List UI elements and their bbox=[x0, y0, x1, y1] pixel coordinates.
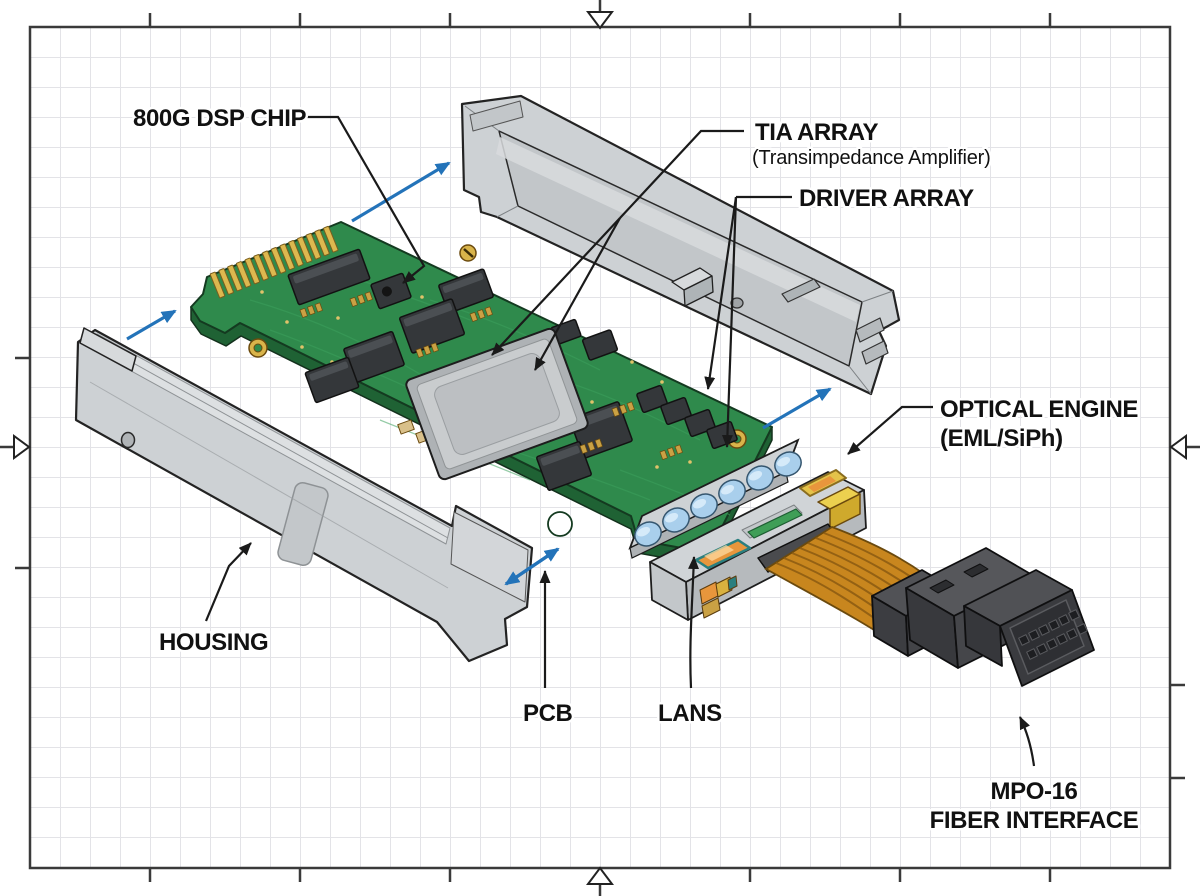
label-pcb: PCB bbox=[523, 700, 573, 727]
assembly-double-arrow-icon bbox=[504, 547, 559, 586]
pcb-board bbox=[190, 221, 773, 567]
gold-block bbox=[817, 486, 861, 530]
chip bbox=[581, 329, 619, 361]
waveguide bbox=[747, 508, 803, 539]
laser-cutaway bbox=[699, 575, 738, 619]
leader-tia-a bbox=[491, 217, 621, 356]
label-housing: HOUSING bbox=[159, 629, 268, 656]
housing-hole bbox=[120, 431, 136, 449]
assembly-arrow-icon bbox=[351, 161, 451, 223]
leader-tia bbox=[619, 129, 744, 219]
top-center-arrow-icon bbox=[586, 0, 614, 30]
lens-array bbox=[628, 438, 802, 559]
label-mpo-line2: FIBER INTERFACE bbox=[930, 807, 1139, 834]
housing-boss bbox=[671, 267, 714, 307]
chip bbox=[343, 331, 405, 383]
assembly-arrow-icon bbox=[126, 309, 177, 341]
label-optical-sub: (EML/SiPh) bbox=[940, 425, 1063, 452]
top-housing-shell bbox=[460, 94, 901, 396]
mpo-connector bbox=[871, 547, 1095, 687]
right-center-arrow-icon bbox=[1169, 434, 1200, 460]
labels: 800G DSP CHIP TIA ARRAY (Transimpedance … bbox=[131, 103, 1142, 837]
label-tia-title: TIA ARRAY bbox=[755, 119, 878, 146]
chip bbox=[304, 356, 360, 404]
leader-mpo bbox=[1019, 716, 1036, 767]
leader-lines bbox=[204, 115, 1036, 767]
label-mpo-line1: MPO-16 bbox=[991, 778, 1078, 805]
left-center-arrow-icon bbox=[0, 434, 31, 460]
label-dsp: 800G DSP CHIP bbox=[133, 105, 306, 132]
chip bbox=[536, 441, 592, 491]
monitor-window bbox=[799, 469, 847, 497]
leader-dsp bbox=[304, 115, 426, 284]
dsp-target-chip bbox=[370, 272, 412, 310]
leader-driver-a bbox=[704, 196, 738, 390]
leader-tia-b bbox=[534, 217, 621, 371]
label-optical-title: OPTICAL ENGINE bbox=[940, 396, 1138, 423]
leader-driver-b bbox=[721, 196, 738, 448]
chip bbox=[399, 298, 465, 354]
bottom-center-arrow-icon bbox=[586, 866, 614, 896]
label-tia-sub: (Transimpedance Amplifier) bbox=[752, 147, 991, 169]
dsp-package bbox=[405, 327, 589, 481]
leader-housing bbox=[204, 542, 252, 622]
leader-lens bbox=[688, 556, 700, 689]
prism-window bbox=[694, 538, 752, 570]
housing-screw-hole bbox=[730, 297, 744, 309]
leader-optical bbox=[847, 405, 933, 455]
assembly-arrows bbox=[126, 161, 832, 586]
bottom-housing-shell bbox=[74, 327, 534, 663]
assembly-arrow-icon bbox=[762, 387, 832, 430]
label-driver: DRIVER ARRAY bbox=[799, 185, 974, 212]
pcb-notch bbox=[547, 511, 573, 537]
mpo-fiber-holes bbox=[1018, 609, 1088, 660]
label-lens: LANS bbox=[658, 700, 722, 727]
lens-domes bbox=[634, 451, 802, 547]
chip-bar bbox=[287, 248, 371, 306]
